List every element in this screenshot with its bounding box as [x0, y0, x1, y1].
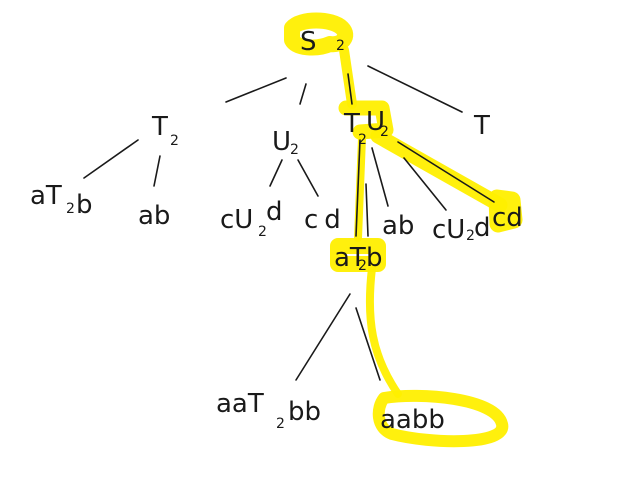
node-root-label: S [300, 27, 317, 57]
node-t2u2: T 2 U 2 [343, 107, 389, 148]
edge-root-to-t2u2 [347, 73, 353, 105]
node-t2u2-at2b-suffix: b [366, 243, 383, 273]
edge-at2b-to-aat2bb [295, 293, 351, 381]
node-u2-cu2d: cU 2 d [220, 197, 283, 240]
highlight-cd-blob [488, 189, 523, 233]
node-t2u2-at2b: aT 2 b [334, 243, 383, 274]
node-u2: U 2 [272, 127, 299, 158]
edge-at2b-to-aabb [355, 307, 381, 381]
node-aat2bb: aaT 2 bb [216, 389, 321, 432]
node-t2u2-ab-text: ab [382, 211, 414, 241]
edge-t2-to-at2b [83, 139, 139, 179]
node-aat2bb-subscript: 2 [276, 416, 285, 432]
node-aat2bb-suffix: bb [288, 397, 321, 427]
edge-u2-to-cu2d [269, 159, 283, 187]
node-t2u2-cu2d-subscript: 2 [466, 228, 475, 244]
node-root: S 2 [300, 27, 345, 57]
node-t-label: T [473, 111, 490, 141]
node-t2-at2b-suffix: b [76, 190, 93, 220]
node-t2u2-at2b-subscript: 2 [358, 258, 367, 274]
node-u2-label: U [272, 127, 291, 157]
node-u2-cu2d-suffix: d [266, 197, 283, 227]
node-t2u2-cd: cd [492, 203, 523, 233]
node-t2-subscript: 2 [170, 133, 179, 149]
highlight-at2b-node [330, 238, 386, 272]
node-t2-at2b: aT 2 b [30, 181, 93, 220]
node-t2u2-ab: ab [382, 211, 414, 241]
node-t2-ab-text: ab [138, 201, 170, 231]
highlight-at2b-to-aabb [365, 264, 402, 398]
edge-u2-to-cd [297, 159, 319, 197]
node-t2u2-cd-text: cd [492, 203, 523, 233]
node-t2u2-u-label: U [366, 107, 385, 137]
node-u2-subscript: 2 [290, 142, 299, 158]
edge-root-to-t2 [225, 77, 287, 103]
node-aat2bb-text: aaT [216, 389, 264, 419]
node-t2-at2b-subscript: 2 [66, 201, 75, 217]
node-t2u2-at2b-text: aT [334, 243, 366, 273]
node-t2u2-cu2d: cU 2 d [432, 213, 491, 245]
node-t2-label: T [151, 112, 168, 142]
edge-t2u2-to-cu2d [403, 157, 447, 211]
node-root-subscript: 2 [336, 38, 345, 54]
node-u2-cd: cd [304, 205, 347, 235]
edge-t2u2-to-ab [371, 147, 389, 207]
node-aabb: aabb [380, 405, 445, 435]
node-t2u2-cu2d-suffix: d [474, 213, 491, 243]
node-aabb-text: aabb [380, 405, 445, 435]
edge-root-to-u2 [299, 83, 307, 105]
edge-t2-to-ab [153, 155, 161, 187]
node-u2-cd-text: cd [304, 205, 347, 235]
node-t2-ab: ab [138, 201, 170, 231]
edge-t2u2-to-cd [397, 141, 495, 203]
tree-edges [83, 65, 495, 381]
edge-t2u2-extra-mark [365, 183, 369, 237]
edge-t2u2-to-at2b [355, 139, 361, 237]
node-u2-cu2d-text: cU [220, 205, 253, 235]
node-t2u2-u-subscript: 2 [380, 124, 389, 140]
node-u2-cu2d-subscript: 2 [258, 224, 267, 240]
node-t2u2-t-label: T [343, 109, 360, 139]
node-t2: T 2 [151, 112, 179, 149]
node-t2-at2b-text: aT [30, 181, 62, 211]
edge-root-to-t [367, 65, 463, 113]
node-t2u2-t-subscript: 2 [358, 132, 367, 148]
highlight-t2u2-to-at2b [354, 134, 366, 242]
highlight-root-blob [284, 12, 354, 56]
node-t2u2-cu2d-text: cU [432, 215, 465, 245]
highlight-aabb-blob [372, 389, 509, 448]
node-t: T [473, 111, 490, 141]
